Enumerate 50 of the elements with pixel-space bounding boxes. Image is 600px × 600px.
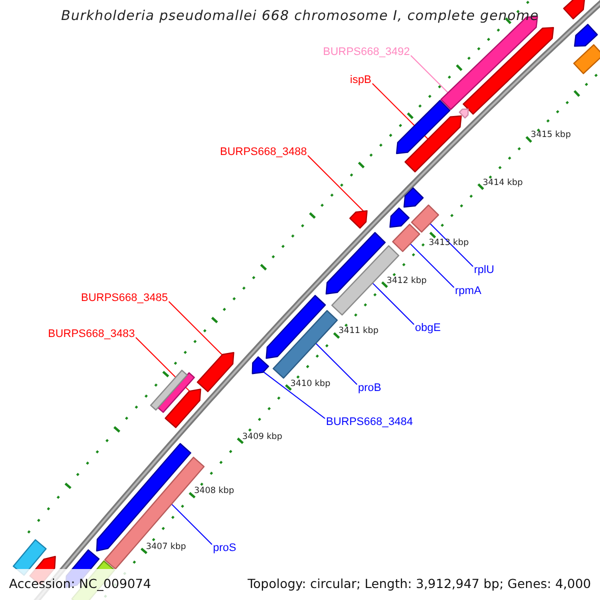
gene-label: BURPS668_3488 (220, 146, 307, 158)
gene-label: proS (213, 542, 236, 554)
scale-label: 3410 kbp (290, 378, 330, 389)
gene-bar (462, 27, 554, 115)
gene-bar (252, 356, 270, 374)
leader-line (372, 282, 414, 325)
leader-line (429, 222, 474, 267)
scale-label: 3411 kbp (338, 326, 379, 336)
gene-label: proB (358, 382, 382, 394)
gene-bar (404, 187, 424, 208)
gene-label: obgE (415, 322, 441, 334)
genome-info-text: Topology: circular; Length: 3,912,947 bp; Genes: 4,000 (248, 576, 591, 591)
gene-bar (164, 388, 202, 428)
scale-label: 3415 kbp (530, 130, 571, 140)
scale-label: 3409 kbp (242, 432, 282, 442)
gene-bar (266, 294, 326, 359)
gene-bar (389, 207, 410, 228)
leader-line (315, 342, 358, 385)
scale-label: 3407 kbp (146, 542, 186, 552)
leader-line (410, 55, 449, 94)
gene-bar (563, 0, 586, 20)
gene-bar (573, 44, 600, 74)
map-title: Burkholderia pseudomallei 668 chromosome I, complete genome (61, 8, 539, 24)
leader-line (168, 301, 223, 356)
gene-bar (349, 210, 368, 229)
gene-bar (196, 352, 234, 392)
gene-bar (96, 443, 192, 552)
gene-bar (411, 204, 440, 233)
scale-label: 3414 kbp (482, 178, 523, 188)
scale-label: 3408 kbp (194, 486, 234, 496)
scale-label: 3412 kbp (386, 276, 427, 286)
gene-bar (326, 232, 386, 294)
gene-bar (272, 310, 338, 379)
leader-line (262, 371, 326, 419)
gene-label: rplU (474, 264, 494, 276)
gene-label: BURPS668_3492 (323, 46, 410, 58)
gene-bar (574, 24, 598, 47)
gene-bar (392, 224, 420, 252)
gene-bar (404, 115, 462, 172)
gene-label: BURPS668_3485 (81, 292, 168, 304)
gene-label: ispB (350, 74, 372, 86)
scale-label: 3413 kbp (428, 238, 469, 248)
gene-label: BURPS668_3484 (326, 416, 413, 428)
accession-text: Accession: NC_009074 (9, 576, 152, 591)
leader-line (170, 503, 212, 545)
gene-label: rpmA (455, 284, 482, 298)
leader-line (307, 155, 364, 212)
gene-label: BURPS668_3483 (48, 328, 135, 340)
gene-bar (150, 370, 188, 411)
gene-bar (396, 100, 450, 154)
